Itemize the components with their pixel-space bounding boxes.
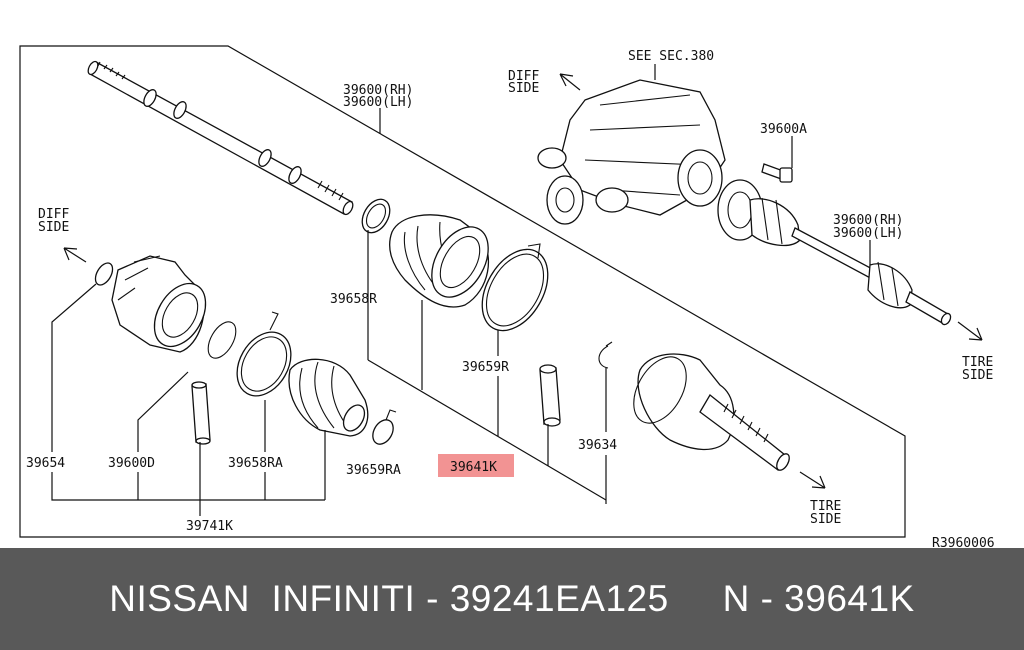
boot-clamp-39658ra bbox=[236, 311, 292, 397]
grease-plug bbox=[539, 364, 561, 427]
label-tire-side-bottom-1: TIRE bbox=[810, 499, 841, 514]
boot-clamp-39658r bbox=[361, 198, 391, 234]
label-39600-rh-top: 39600(RH) bbox=[343, 83, 413, 98]
parts-diagram: 39600(RH) 39600(LH) SEE SEC.380 DIFF SID… bbox=[19, 45, 995, 548]
label-diff-side-top-2: SIDE bbox=[508, 81, 539, 96]
label-tire-side-right-1: TIRE bbox=[962, 355, 993, 370]
drive-shaft bbox=[87, 60, 354, 216]
drive-shaft-assembly-right bbox=[717, 179, 952, 326]
label-39600-lh-top: 39600(LH) bbox=[343, 95, 413, 110]
label-ref-code: R3960006 bbox=[932, 536, 995, 548]
label-39634: 39634 bbox=[578, 438, 617, 453]
footer-banner: NISSAN INFINITI - 39241EA125 N - 39641K bbox=[0, 548, 1024, 650]
boot-39741k bbox=[288, 358, 369, 437]
label-39600-lh-right: 39600(LH) bbox=[833, 226, 903, 241]
outer-cv-joint bbox=[633, 353, 790, 471]
grease-tube-39600d bbox=[191, 381, 211, 445]
boot-band-39659r bbox=[481, 243, 549, 332]
label-39641k: 39641K bbox=[450, 460, 497, 475]
diagram-frame bbox=[19, 45, 906, 538]
label-39659r: 39659R bbox=[462, 360, 509, 375]
snap-ring-39634 bbox=[598, 341, 613, 369]
boot-inner bbox=[389, 214, 490, 308]
snap-ring-39654 bbox=[94, 262, 114, 286]
label-diff-side-top-1: DIFF bbox=[508, 69, 539, 84]
label-39600a: 39600A bbox=[760, 122, 807, 137]
label-39659ra: 39659RA bbox=[346, 463, 401, 478]
circlip-small bbox=[207, 321, 237, 359]
label-39600-rh-right: 39600(RH) bbox=[833, 213, 903, 228]
label-see-sec: SEE SEC.380 bbox=[628, 49, 714, 64]
cv-housing-39600d bbox=[111, 255, 207, 353]
label-diff-side-left-2: SIDE bbox=[38, 220, 69, 235]
leader-lines bbox=[51, 64, 871, 516]
bolt-39600a bbox=[761, 163, 793, 183]
footer-part-number-text: NISSAN INFINITI - 39241EA125 N - 39641K bbox=[109, 578, 915, 619]
arrow-diff-side-left bbox=[63, 247, 87, 263]
label-39600d: 39600D bbox=[108, 456, 155, 471]
label-tire-side-bottom-2: SIDE bbox=[810, 512, 841, 527]
label-diff-side-left-1: DIFF bbox=[38, 207, 69, 222]
label-39654: 39654 bbox=[26, 456, 65, 471]
label-39658r: 39658R bbox=[330, 292, 377, 307]
label-39741k: 39741K bbox=[186, 519, 233, 534]
label-tire-side-right-2: SIDE bbox=[962, 368, 993, 383]
label-39658ra: 39658RA bbox=[228, 456, 283, 471]
arrow-tire-side-bottom bbox=[799, 471, 826, 489]
arrow-diff-side-top bbox=[559, 73, 581, 91]
differential-assembly bbox=[537, 79, 726, 225]
boot-band-39659ra bbox=[372, 409, 397, 445]
highlight-39641k bbox=[438, 454, 514, 477]
arrow-tire-side-right bbox=[957, 321, 983, 341]
